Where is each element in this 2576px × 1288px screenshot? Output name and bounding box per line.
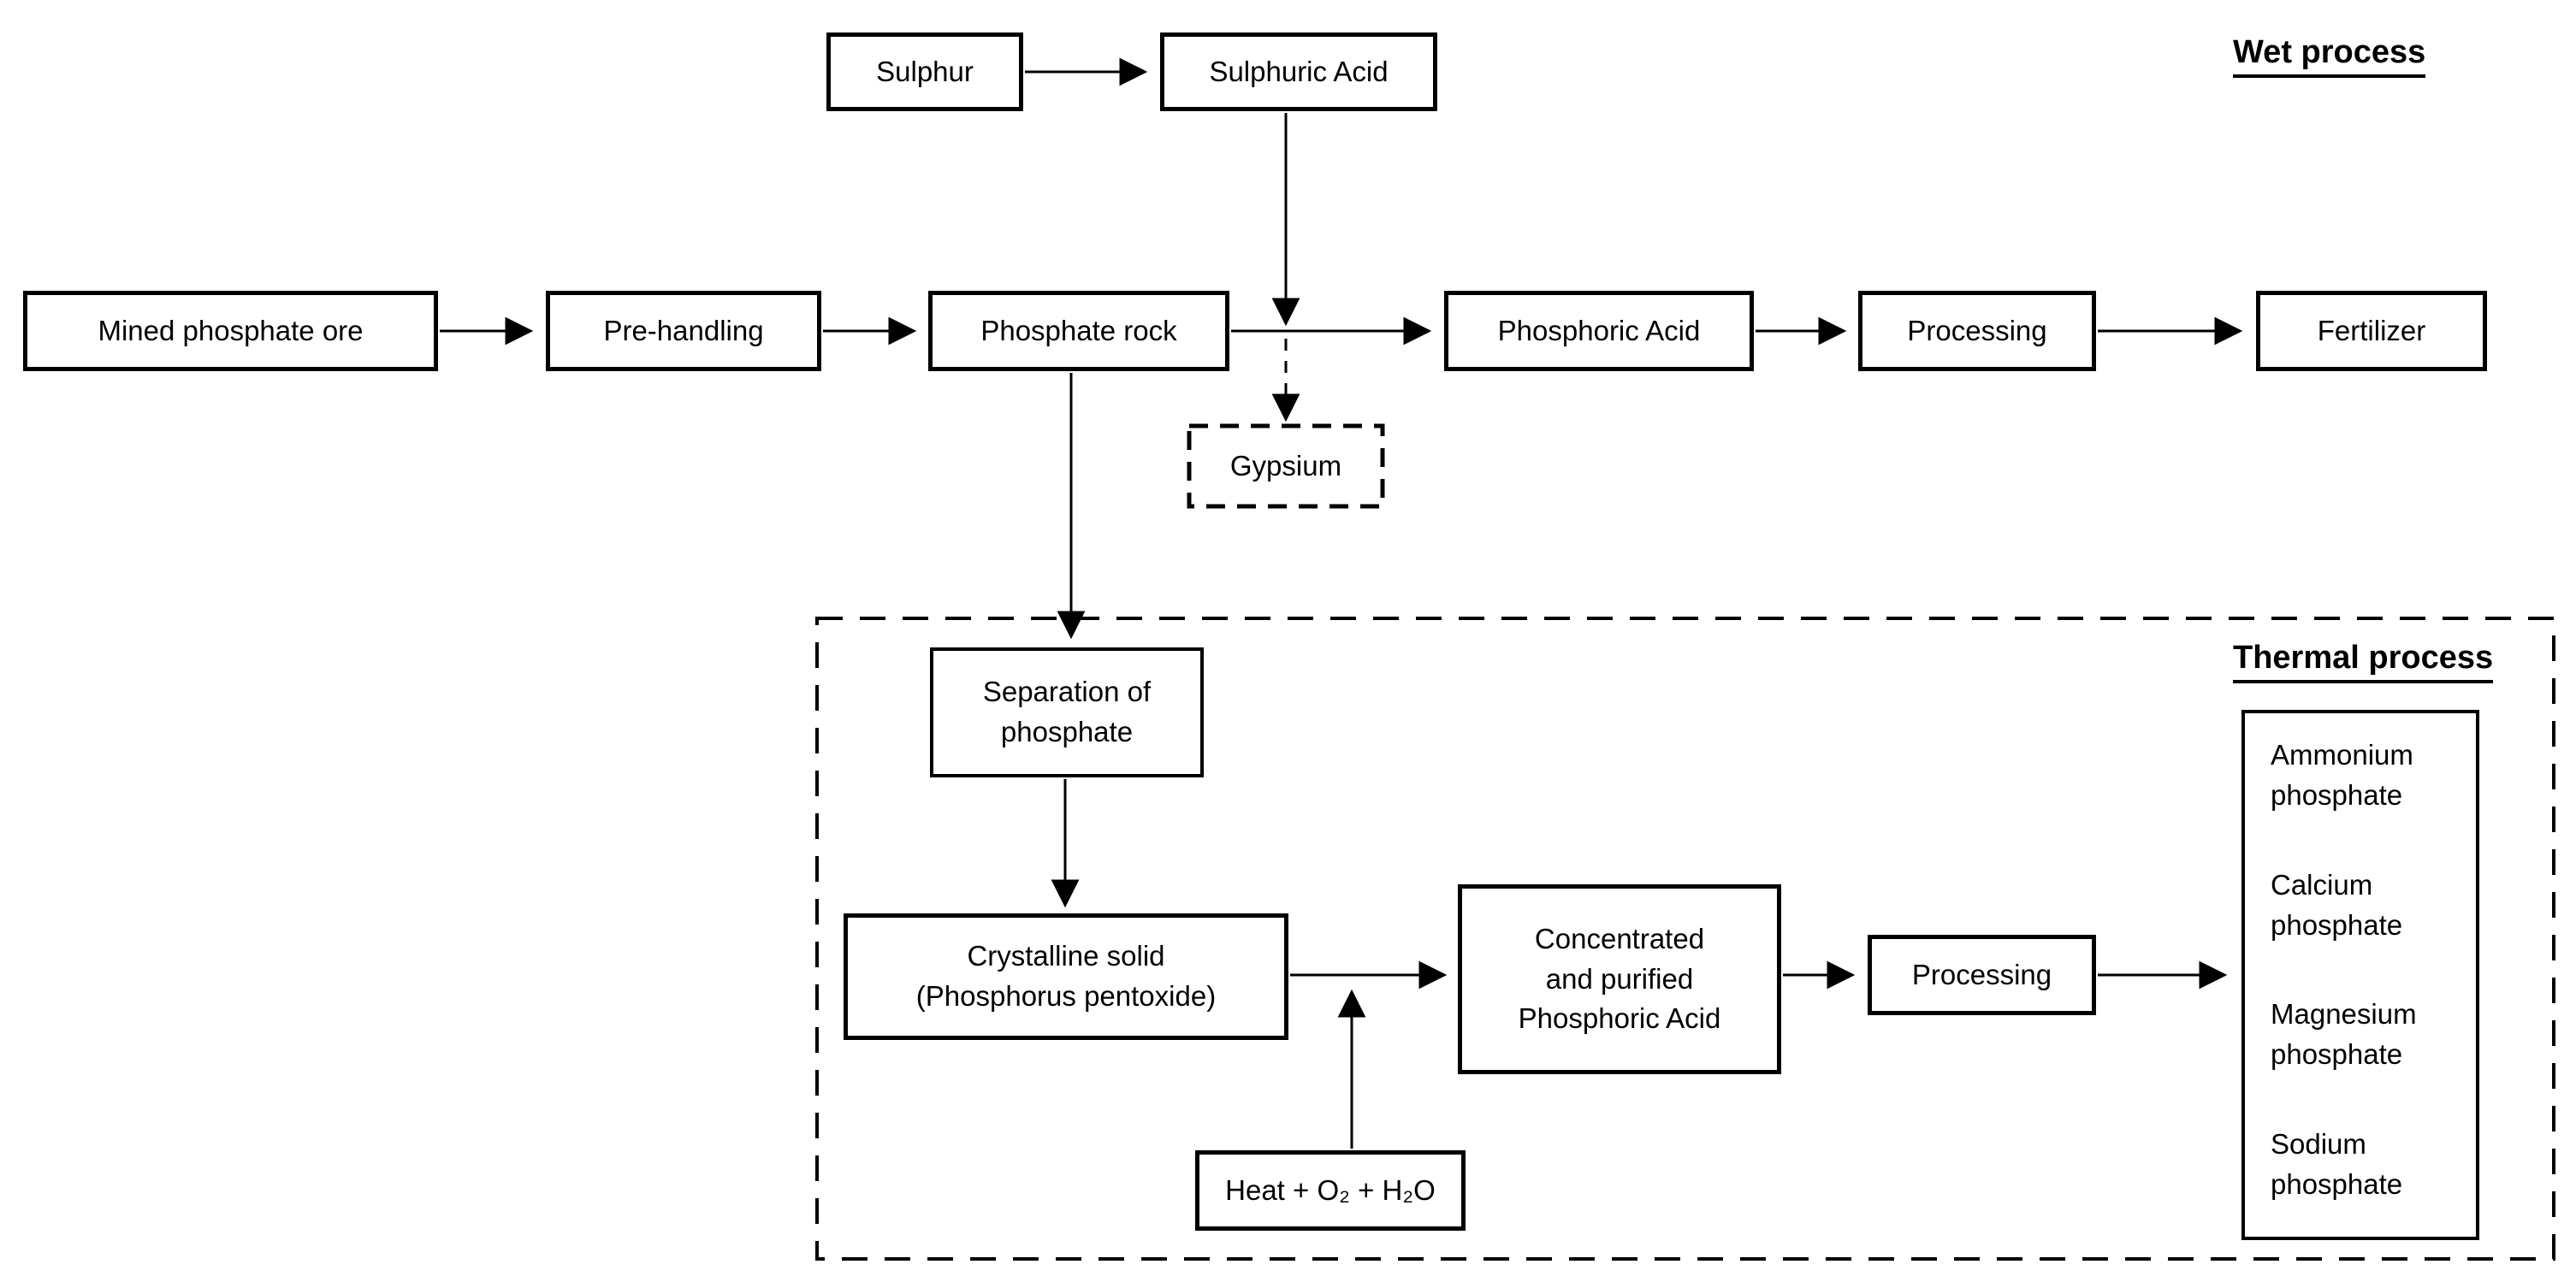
wet-process-label: Wet process xyxy=(2233,34,2426,78)
node-separation-of-phosphate: Separation of phosphate xyxy=(930,647,1204,777)
node-phosphoric-acid: Phosphoric Acid xyxy=(1444,291,1754,371)
product-calcium-phosphate: Calcium phosphate xyxy=(2271,868,2403,941)
node-fertilizer: Fertilizer xyxy=(2256,291,2487,371)
node-heat-o2-h2o: Heat + O₂ + H₂O xyxy=(1195,1150,1466,1231)
node-processing-thermal: Processing xyxy=(1868,935,2096,1015)
thermal-process-label: Thermal process xyxy=(2233,640,2494,683)
node-processing-wet: Processing xyxy=(1858,291,2096,371)
product-sodium-phosphate: Sodium phosphate xyxy=(2271,1128,2403,1201)
node-concentrated-phosphoric-acid: Concentrated and purified Phosphoric Aci… xyxy=(1458,884,1781,1074)
node-pre-handling: Pre-handling xyxy=(546,291,821,371)
node-mined-phosphate-ore: Mined phosphate ore xyxy=(23,291,438,371)
node-sulphur: Sulphur xyxy=(826,32,1023,111)
products-list-box: Ammonium phosphate Calcium phosphate Mag… xyxy=(2241,710,2479,1240)
node-crystalline-solid: Crystalline solid (Phosphorus pentoxide) xyxy=(844,913,1288,1040)
node-phosphate-rock: Phosphate rock xyxy=(928,291,1229,371)
node-gypsium: Gypsium xyxy=(1229,449,1342,482)
product-ammonium-phosphate: Ammonium phosphate xyxy=(2271,739,2413,811)
product-magnesium-phosphate: Magnesium phosphate xyxy=(2271,998,2417,1071)
node-sulphuric-acid: Sulphuric Acid xyxy=(1160,32,1437,111)
